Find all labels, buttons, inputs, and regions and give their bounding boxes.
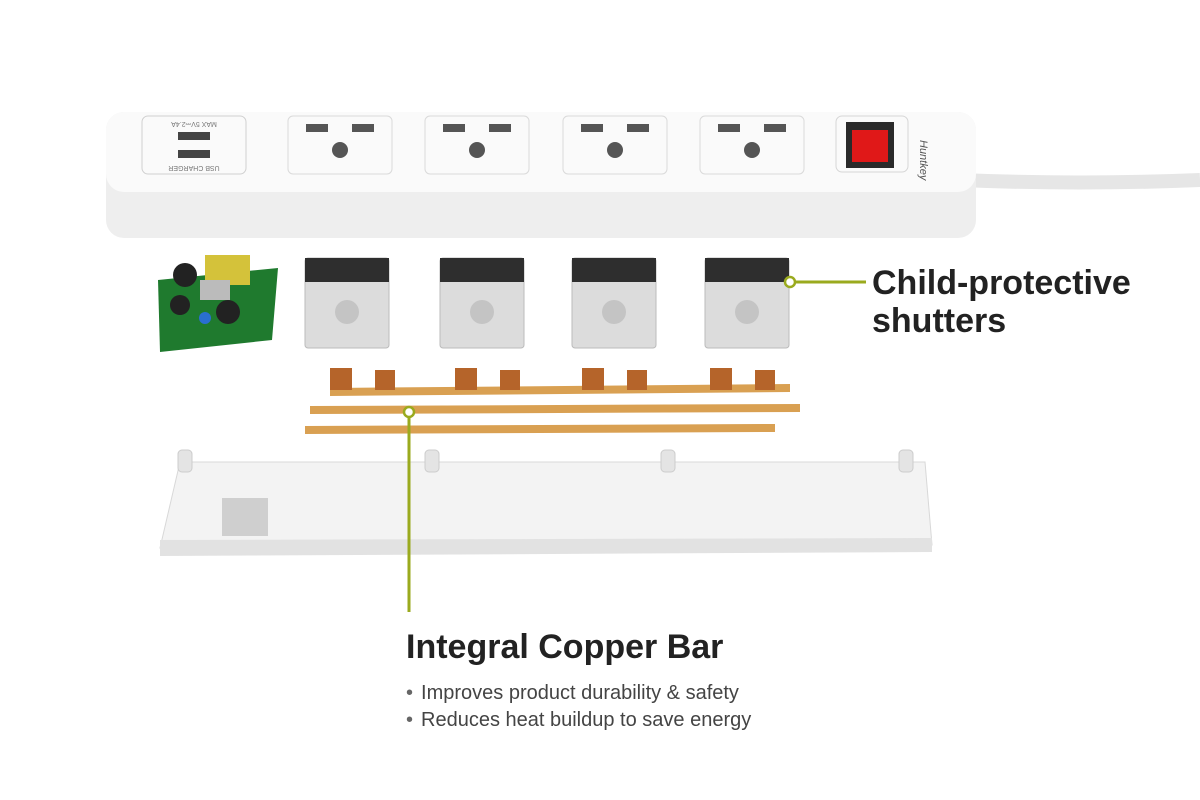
shutters-callout-line1: Child-protective [872,264,1131,302]
copper-bar-title: Integral Copper Bar [406,628,724,666]
copper-bar-benefits: Improves product durability & safety Red… [406,680,751,734]
usb-rating-label: MAX 5V⎓2.4A [171,120,217,127]
benefit-item: Reduces heat buildup to save energy [406,707,751,734]
usb-port [178,132,210,140]
usb-port-panel [141,115,247,175]
shutters-callout-line2: shutters [872,302,1007,340]
copper-contact [375,370,395,390]
copper-contact [455,368,477,390]
child-protective-shutter [304,257,390,349]
child-protective-shutter [704,257,790,349]
copper-leader-dot [402,405,416,419]
copper-contact [582,368,604,390]
screw-post [424,449,440,473]
outlet-socket [699,115,805,175]
top-cover: MAX 5V⎓2.4A USB CHARGER Huntkey [106,112,976,238]
benefit-item: Improves product durability & safety [406,680,751,707]
copper-contact [710,368,732,390]
copper-contact [755,370,775,390]
usb-port [178,150,210,158]
power-cable [959,173,1200,190]
copper-contact [627,370,647,390]
child-protective-shutter [571,257,657,349]
screw-post [177,449,193,473]
outlet-socket [287,115,393,175]
shutters-leader-dot [783,275,797,289]
copper-contact [330,368,352,390]
copper-contact [500,370,520,390]
usb-charger-label: USB CHARGER [168,164,219,171]
usb-charger-pcb [158,255,278,352]
screw-post [660,449,676,473]
screw-post [898,449,914,473]
brand-label: Huntkey [917,140,929,182]
child-protective-shutter [439,257,525,349]
copper-bar [305,368,800,434]
outlet-socket [424,115,530,175]
shutters-callout: Child-protective shutters [872,264,1131,340]
bottom-housing [159,449,933,556]
outlet-socket [562,115,668,175]
